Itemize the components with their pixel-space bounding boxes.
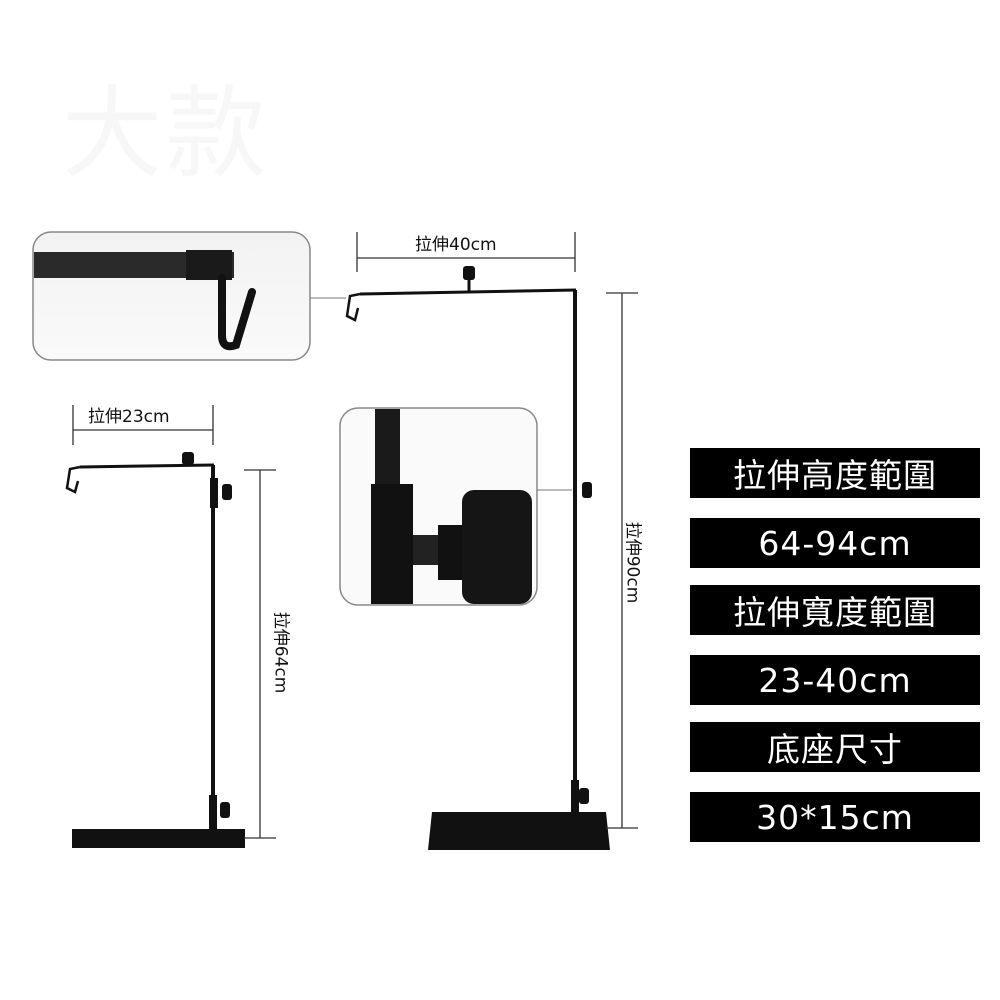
watermark: 大款 [62, 75, 270, 192]
spec-base-title: 底座尺寸 [690, 722, 980, 772]
large-width-label: 拉伸40cm [415, 235, 497, 255]
spec-base-value: 30*15cm [690, 792, 980, 842]
spec-width-title: 拉伸寬度範圍 [690, 585, 980, 635]
hook-detail-inset [32, 231, 346, 361]
spec-height-title: 拉伸高度範圍 [690, 448, 980, 498]
large-stand [345, 232, 638, 850]
large-height-label: 拉伸90cm [622, 521, 643, 604]
knob-detail-inset [339, 407, 572, 606]
spec-height-value: 64-94cm [690, 518, 980, 568]
small-width-label: 拉伸23cm [88, 407, 170, 427]
small-stand [65, 405, 276, 848]
spec-width-value: 23-40cm [690, 655, 980, 705]
small-height-label: 拉伸64cm [270, 611, 291, 694]
